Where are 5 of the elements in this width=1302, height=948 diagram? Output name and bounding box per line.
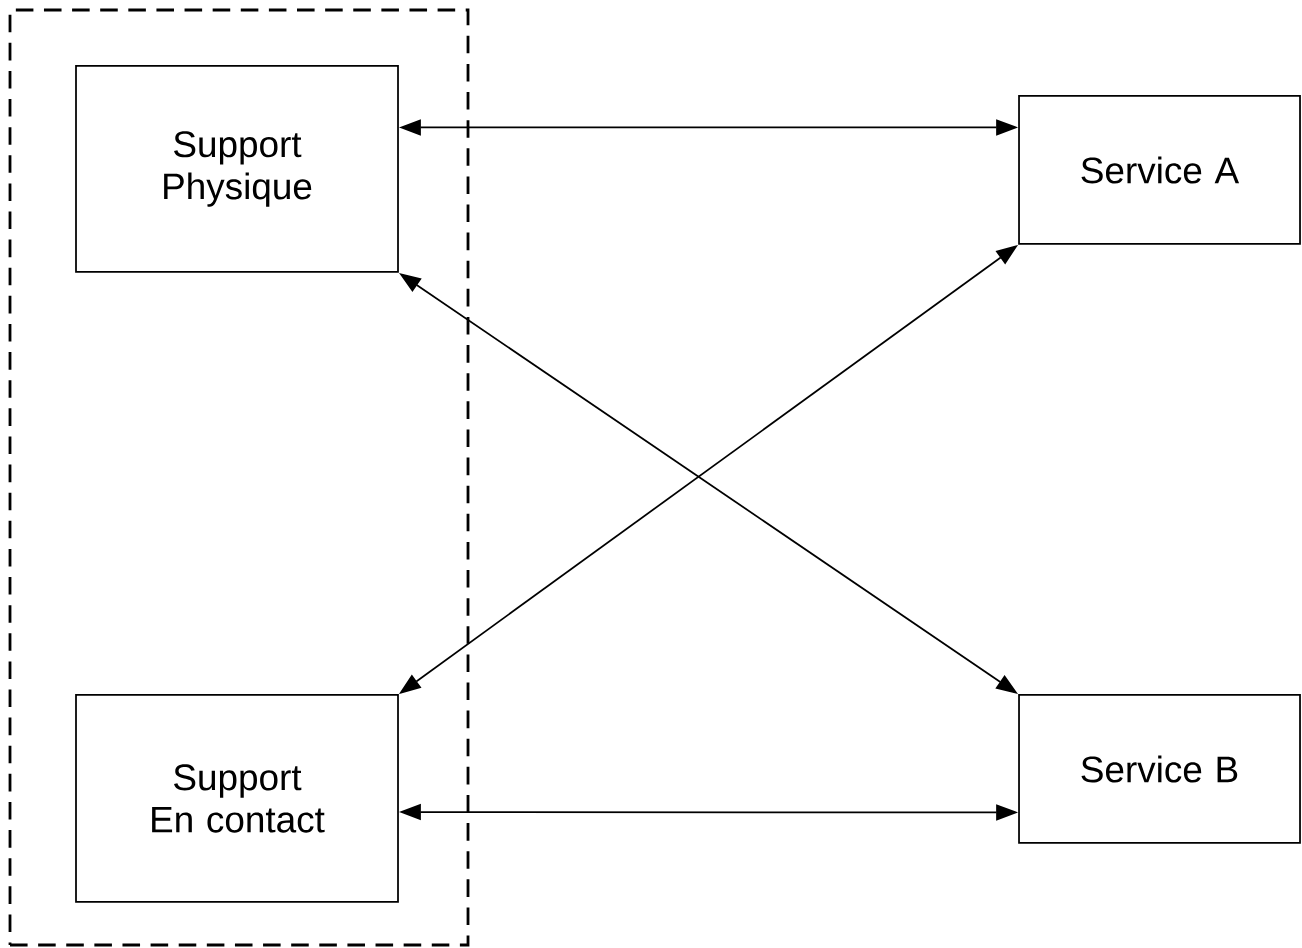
dashed-frame — [8, 8, 470, 947]
process-box: Support Physique — [75, 65, 399, 273]
process-box: Service A — [1018, 95, 1301, 245]
process-box: Support En contact — [75, 694, 399, 903]
process-box: Service B — [1018, 694, 1301, 844]
